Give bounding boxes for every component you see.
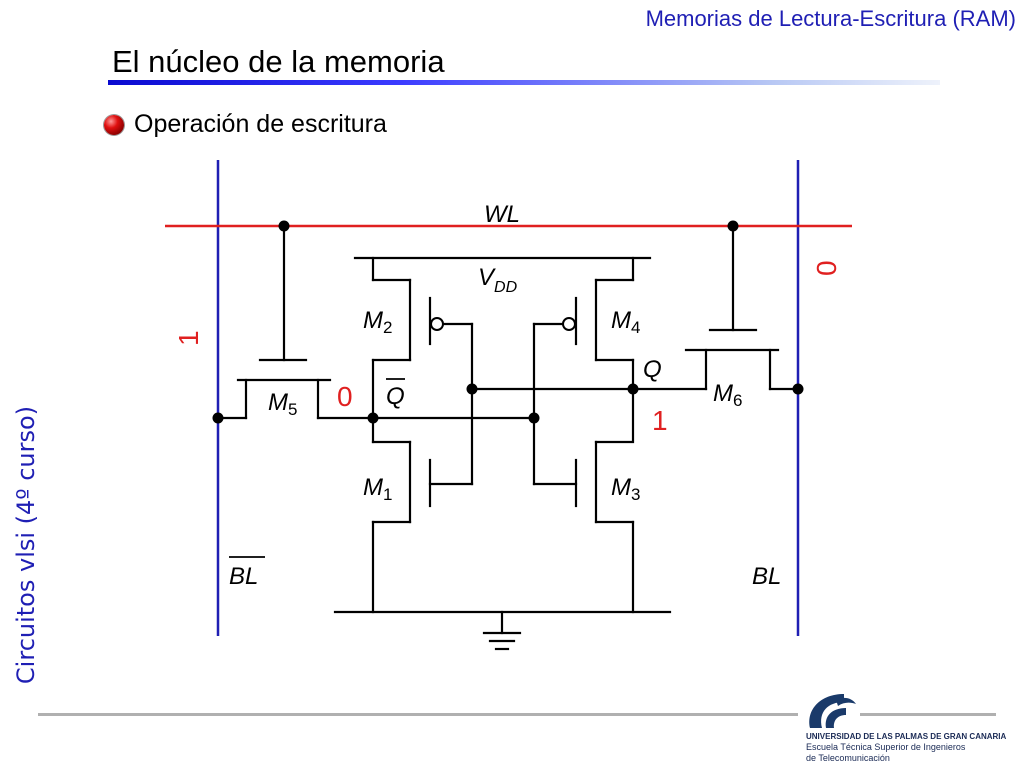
wl-label: WL xyxy=(484,201,520,228)
q-label: Q xyxy=(643,356,662,383)
school-name-line2: de Telecomunicación xyxy=(806,753,890,763)
footer-rule xyxy=(38,713,798,716)
header-title: Memorias de Lectura-Escritura (RAM) xyxy=(645,6,1016,31)
bl-value: 0 xyxy=(811,260,842,276)
m4-label: M4 xyxy=(611,307,640,337)
m2-gate-bubble xyxy=(430,317,444,331)
university-logo-icon xyxy=(809,694,856,728)
vdd-label: VDD xyxy=(478,264,518,296)
qbar-value: 0 xyxy=(337,381,353,412)
q-value: 1 xyxy=(652,405,668,436)
m4-gate-bubble xyxy=(562,317,576,331)
bullet-icon xyxy=(104,115,124,135)
circuit-wires xyxy=(216,224,800,651)
bullet-text: Operación de escritura xyxy=(134,110,387,138)
slide-title: El núcleo de la memoria xyxy=(112,44,445,79)
footer-rule-right xyxy=(860,713,996,716)
bl-label: BL xyxy=(752,563,781,590)
blbar-label: BL xyxy=(229,563,258,590)
university-name: UNIVERSIDAD DE LAS PALMAS DE GRAN CANARI… xyxy=(806,732,1007,741)
m6-label: M6 xyxy=(713,380,742,410)
m2-label: M2 xyxy=(363,307,392,337)
junction-dots xyxy=(212,220,804,424)
title-underline xyxy=(108,80,940,85)
blbar-value: 1 xyxy=(173,330,204,346)
m1-label: M1 xyxy=(363,474,392,504)
m3-label: M3 xyxy=(611,474,640,504)
m5-label: M5 xyxy=(268,389,297,419)
qbar-label: Q xyxy=(386,383,405,410)
school-name-line1: Escuela Técnica Superior de Ingenieros xyxy=(806,742,966,752)
